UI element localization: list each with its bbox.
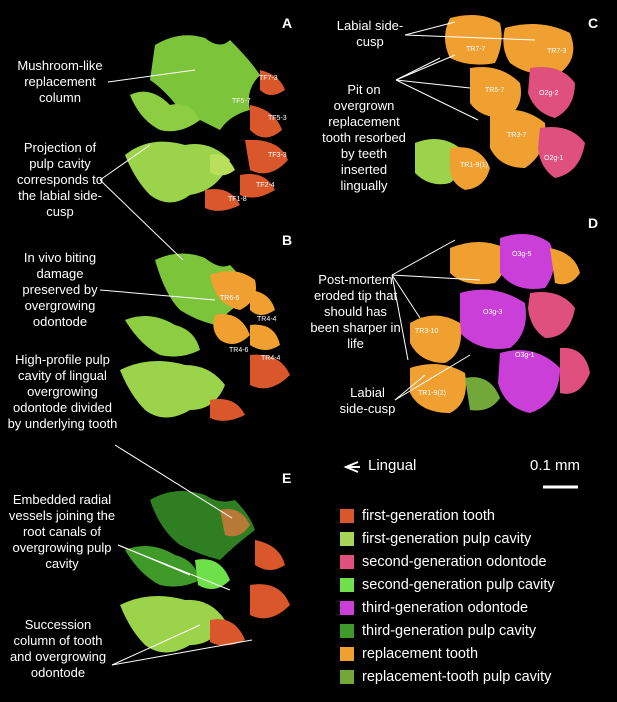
legend-label: third-generation pulp cavity — [362, 623, 537, 639]
panel-a-render — [125, 35, 288, 211]
tooth-label: O2g-2 — [539, 90, 559, 97]
panel-label-b: B — [282, 232, 293, 248]
annotation-invivo: In vivo biting damage preserved by overg… — [22, 250, 98, 329]
legend-item: second-generation pulp cavity — [340, 575, 555, 595]
panel-d-render — [410, 234, 590, 413]
legend-swatch — [340, 670, 354, 684]
legend-label: second-generation pulp cavity — [362, 577, 555, 593]
tooth-label: TR3-7 — [507, 132, 527, 139]
legend-swatch — [340, 555, 354, 569]
legend-item: replacement tooth — [340, 644, 478, 664]
panel-c-render — [415, 14, 585, 190]
legend-label: second-generation odontode — [362, 554, 547, 570]
annotation-embedded: Embedded radial vessels joining the root… — [8, 492, 116, 571]
legend-label: replacement tooth — [362, 646, 479, 662]
tooth-label: TF3-3 — [268, 152, 287, 159]
tooth-label: TR5-7 — [485, 87, 505, 94]
panel-b-render — [120, 253, 290, 421]
tooth-label: O3g-1 — [515, 352, 535, 359]
panel-label-e: E — [282, 470, 292, 486]
tooth-label: TR7-3 — [547, 48, 567, 55]
tooth-label: TF5-7 — [232, 98, 251, 105]
annotation-projection: Projection of pulp cavity corresponds to… — [17, 140, 103, 219]
legend-swatch — [340, 578, 354, 592]
legend-label: first-generation pulp cavity — [362, 531, 532, 547]
tooth-label: TR4-4 — [261, 355, 281, 362]
legend-label: replacement-tooth pulp cavity — [362, 669, 552, 685]
legend-item: third-generation pulp cavity — [340, 621, 536, 641]
legend-item: second-generation odontode — [340, 552, 547, 572]
annotation-postmortem: Post-mortem eroded tip that should has b… — [310, 272, 401, 351]
tooth-label: TF2-4 — [256, 182, 275, 189]
annotation-labial-d: Labial side-cusp — [339, 385, 396, 416]
panel-label-d: D — [588, 215, 599, 231]
legend-swatch — [340, 509, 354, 523]
annotation-mushroom: Mushroom-like replacement column — [17, 58, 103, 105]
annotation-pit: Pit on overgrown replacement tooth resor… — [322, 82, 406, 193]
tooth-label: TF7-3 — [259, 75, 278, 82]
legend-swatch — [340, 624, 354, 638]
legend-item: replacement-tooth pulp cavity — [340, 667, 551, 687]
tooth-label: TR1-9(2) — [418, 390, 447, 397]
annotation-highprofile: High-profile pulp cavity of lingual over… — [7, 352, 118, 431]
legend-item: first-generation tooth — [340, 506, 495, 526]
legend-label: third-generation odontode — [362, 600, 529, 616]
annotation-succession: Succession column of tooth and overgrowi… — [9, 617, 107, 680]
tooth-label: O3g-5 — [512, 251, 532, 258]
legend-label: first-generation tooth — [362, 508, 495, 524]
tooth-label: TR3-10 — [415, 328, 439, 335]
panel-label-a: A — [282, 15, 293, 31]
legend-swatch — [340, 647, 354, 661]
tooth-label: TF5-3 — [268, 115, 287, 122]
tooth-label: O3g-3 — [483, 309, 503, 316]
legend-item: third-generation odontode — [340, 598, 528, 618]
arrow-left-icon — [343, 461, 360, 473]
tooth-label: TR4-6 — [229, 347, 249, 354]
tooth-label: TF1-8 — [228, 196, 247, 203]
tooth-label: TR6-6 — [220, 295, 240, 302]
legend-swatch — [340, 601, 354, 615]
tooth-label: O2g-1 — [544, 155, 564, 162]
tooth-label: TR4-4 — [257, 316, 277, 323]
tooth-label: TR7-7 — [466, 46, 486, 53]
tooth-label: TR1-9(1) — [460, 162, 489, 169]
orientation-label: Lingual — [368, 457, 417, 474]
legend-item: first-generation pulp cavity — [340, 529, 531, 549]
scale-bar-label: 0.1 mm — [530, 457, 581, 474]
panel-e-render — [120, 491, 290, 653]
legend-swatch — [340, 532, 354, 546]
panel-label-c: C — [588, 15, 599, 31]
annotation-labial-c: Labial side-cusp — [336, 18, 404, 49]
